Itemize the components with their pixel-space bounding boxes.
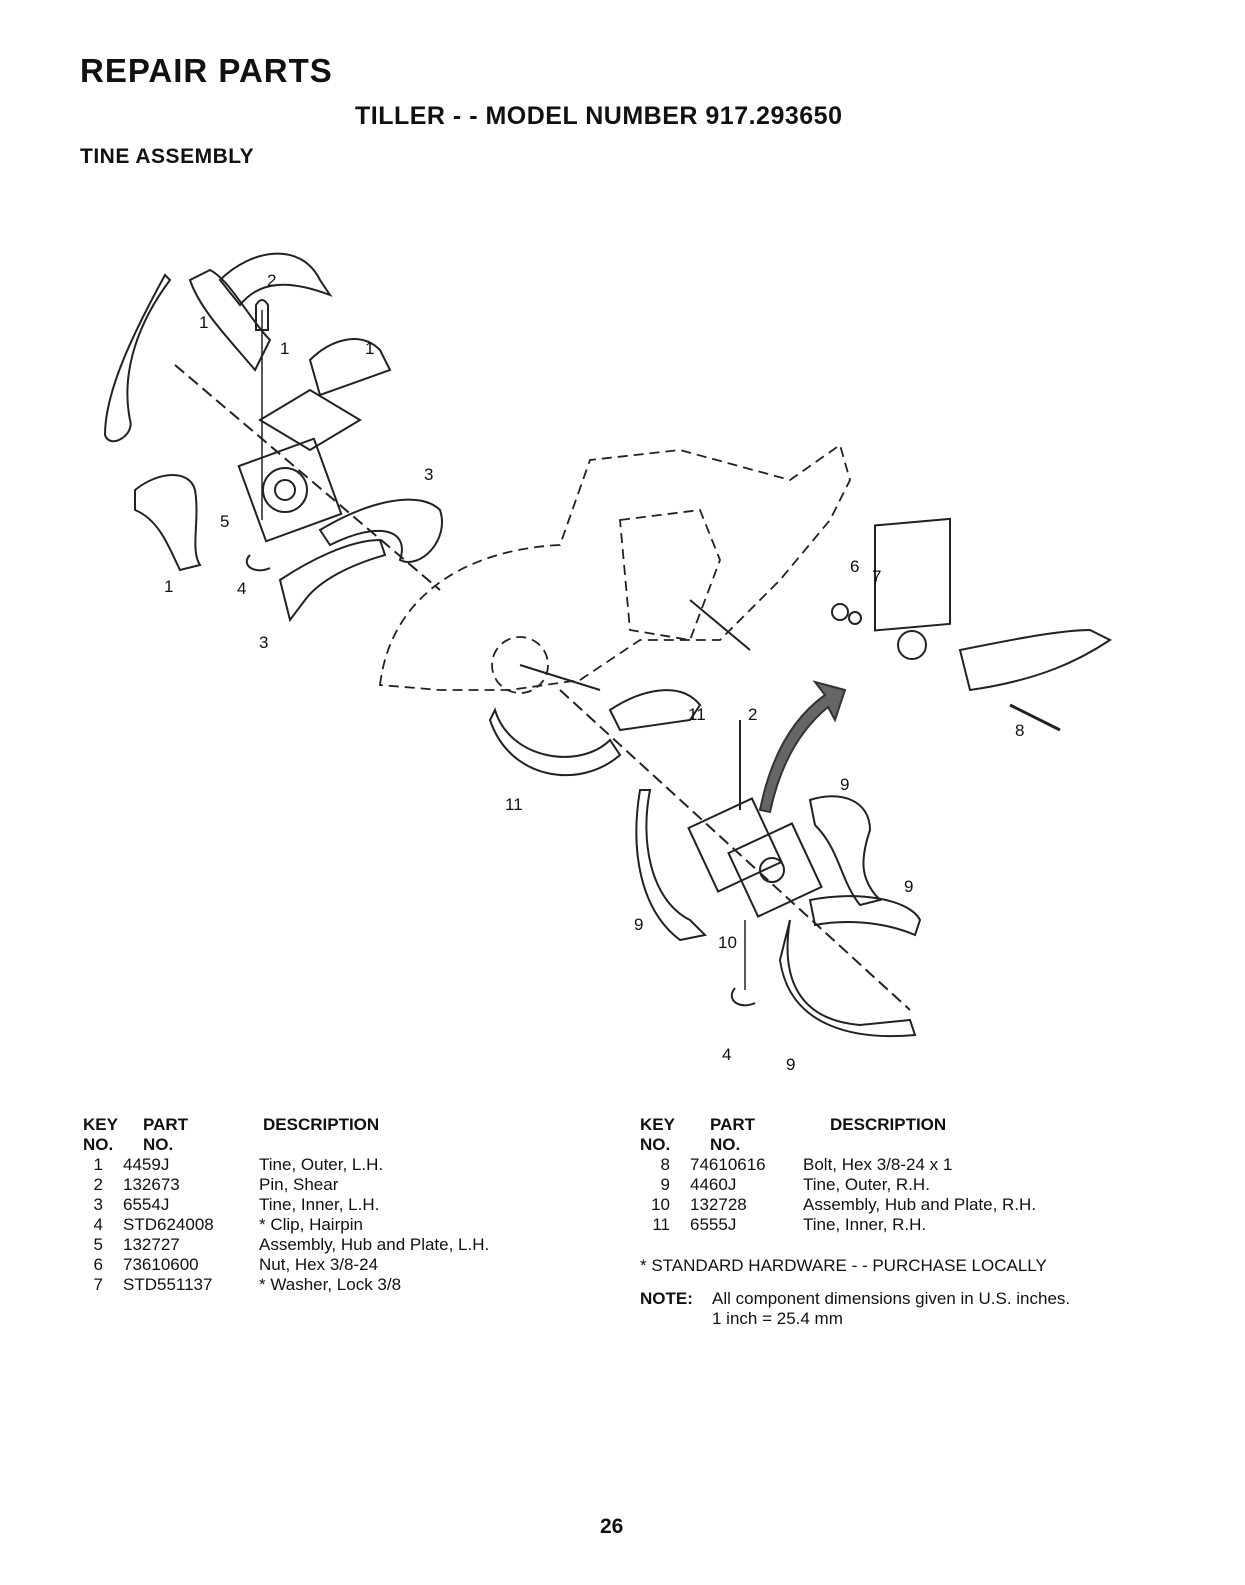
axle-lh — [519, 664, 601, 691]
callout: 9 — [840, 775, 849, 794]
page-number: 26 — [600, 1515, 624, 1538]
callout: 4 — [722, 1045, 731, 1064]
callout: 1 — [164, 577, 173, 596]
hex-nut — [831, 603, 849, 621]
hub-plate-rh-2 — [727, 822, 823, 918]
tine-outer-rh-upper — [958, 628, 1112, 692]
callout: 6 — [850, 557, 859, 576]
callout: 2 — [748, 705, 757, 724]
shaft-centerline — [174, 364, 441, 591]
hairpin-clip-lh — [245, 554, 271, 572]
lock-washer — [848, 611, 862, 625]
tine-outer-lh-2 — [188, 268, 272, 372]
hub-lh-inner — [274, 479, 296, 501]
callout: 9 — [786, 1055, 795, 1070]
housing-inner — [619, 509, 721, 642]
tine-outer-rh-back — [808, 795, 882, 907]
callout: 8 — [1015, 721, 1024, 740]
dimension-note: NOTE: All component dimensions given in U… — [640, 1289, 1070, 1329]
tine-outer-rh-front — [635, 789, 708, 942]
plate-rh-hole — [897, 630, 927, 660]
shear-pin-top — [255, 299, 269, 331]
tine-inner-rh-2 — [608, 689, 702, 732]
hub-lh — [262, 467, 308, 513]
housing-outline — [378, 443, 851, 691]
callout: 9 — [904, 877, 913, 896]
hex-bolt — [1009, 703, 1061, 732]
callout: 1 — [280, 339, 289, 358]
hub-plate-lh-square — [237, 437, 343, 543]
callout: 3 — [259, 633, 268, 652]
plate-rh — [874, 517, 951, 632]
callout: 11 — [688, 705, 706, 724]
tine-inner-rh — [488, 707, 622, 777]
housing-hub — [491, 636, 549, 694]
callout: 4 — [237, 579, 246, 598]
tine-outer-lh — [103, 273, 172, 443]
model-title: TILLER - - MODEL NUMBER 917.293650 — [355, 102, 843, 130]
section-title: TINE ASSEMBLY — [80, 145, 255, 168]
tine-outer-rh-lower — [778, 919, 917, 1038]
callout: 10 — [718, 933, 737, 952]
standard-hardware-note: * STANDARD HARDWARE - - PURCHASE LOCALLY — [640, 1256, 1047, 1275]
page-title: REPAIR PARTS — [80, 52, 333, 89]
callout: 5 — [220, 512, 229, 531]
axle-rh — [689, 599, 751, 651]
note-label: NOTE: — [640, 1289, 693, 1308]
tine-outer-rh-side — [808, 895, 922, 937]
callout: 9 — [634, 915, 643, 934]
hub-plate-rh — [687, 797, 783, 893]
hub-plate-lh — [258, 388, 362, 452]
callout: 1 — [199, 313, 208, 332]
note-line-2: 1 inch = 25.4 mm — [712, 1309, 843, 1328]
callout: 7 — [872, 567, 881, 586]
tine-outer-lh-lower — [134, 474, 202, 572]
callout: 11 — [505, 795, 523, 814]
callout: 1 — [365, 339, 374, 358]
hairpin-clip-rh — [730, 987, 756, 1007]
header-description: DESCRIPTION — [263, 1115, 380, 1134]
tine-lh-upper — [218, 252, 333, 307]
note-line-1: All component dimensions given in U.S. i… — [712, 1289, 1071, 1308]
tine-lh-far — [308, 338, 392, 397]
header-description: DESCRIPTION — [830, 1115, 947, 1134]
rotation-arrow-icon — [758, 680, 847, 814]
tine-inner-lh-lower — [278, 538, 387, 623]
tine-inner-lh-upper — [318, 498, 443, 563]
callout: 3 — [424, 465, 433, 484]
callout: 2 — [267, 271, 276, 290]
tine-assembly-diagram: 1 1 1 1 2 2 3 3 4 4 5 6 7 8 9 9 9 9 10 1… — [103, 252, 1112, 1070]
hub-rh — [759, 857, 785, 883]
